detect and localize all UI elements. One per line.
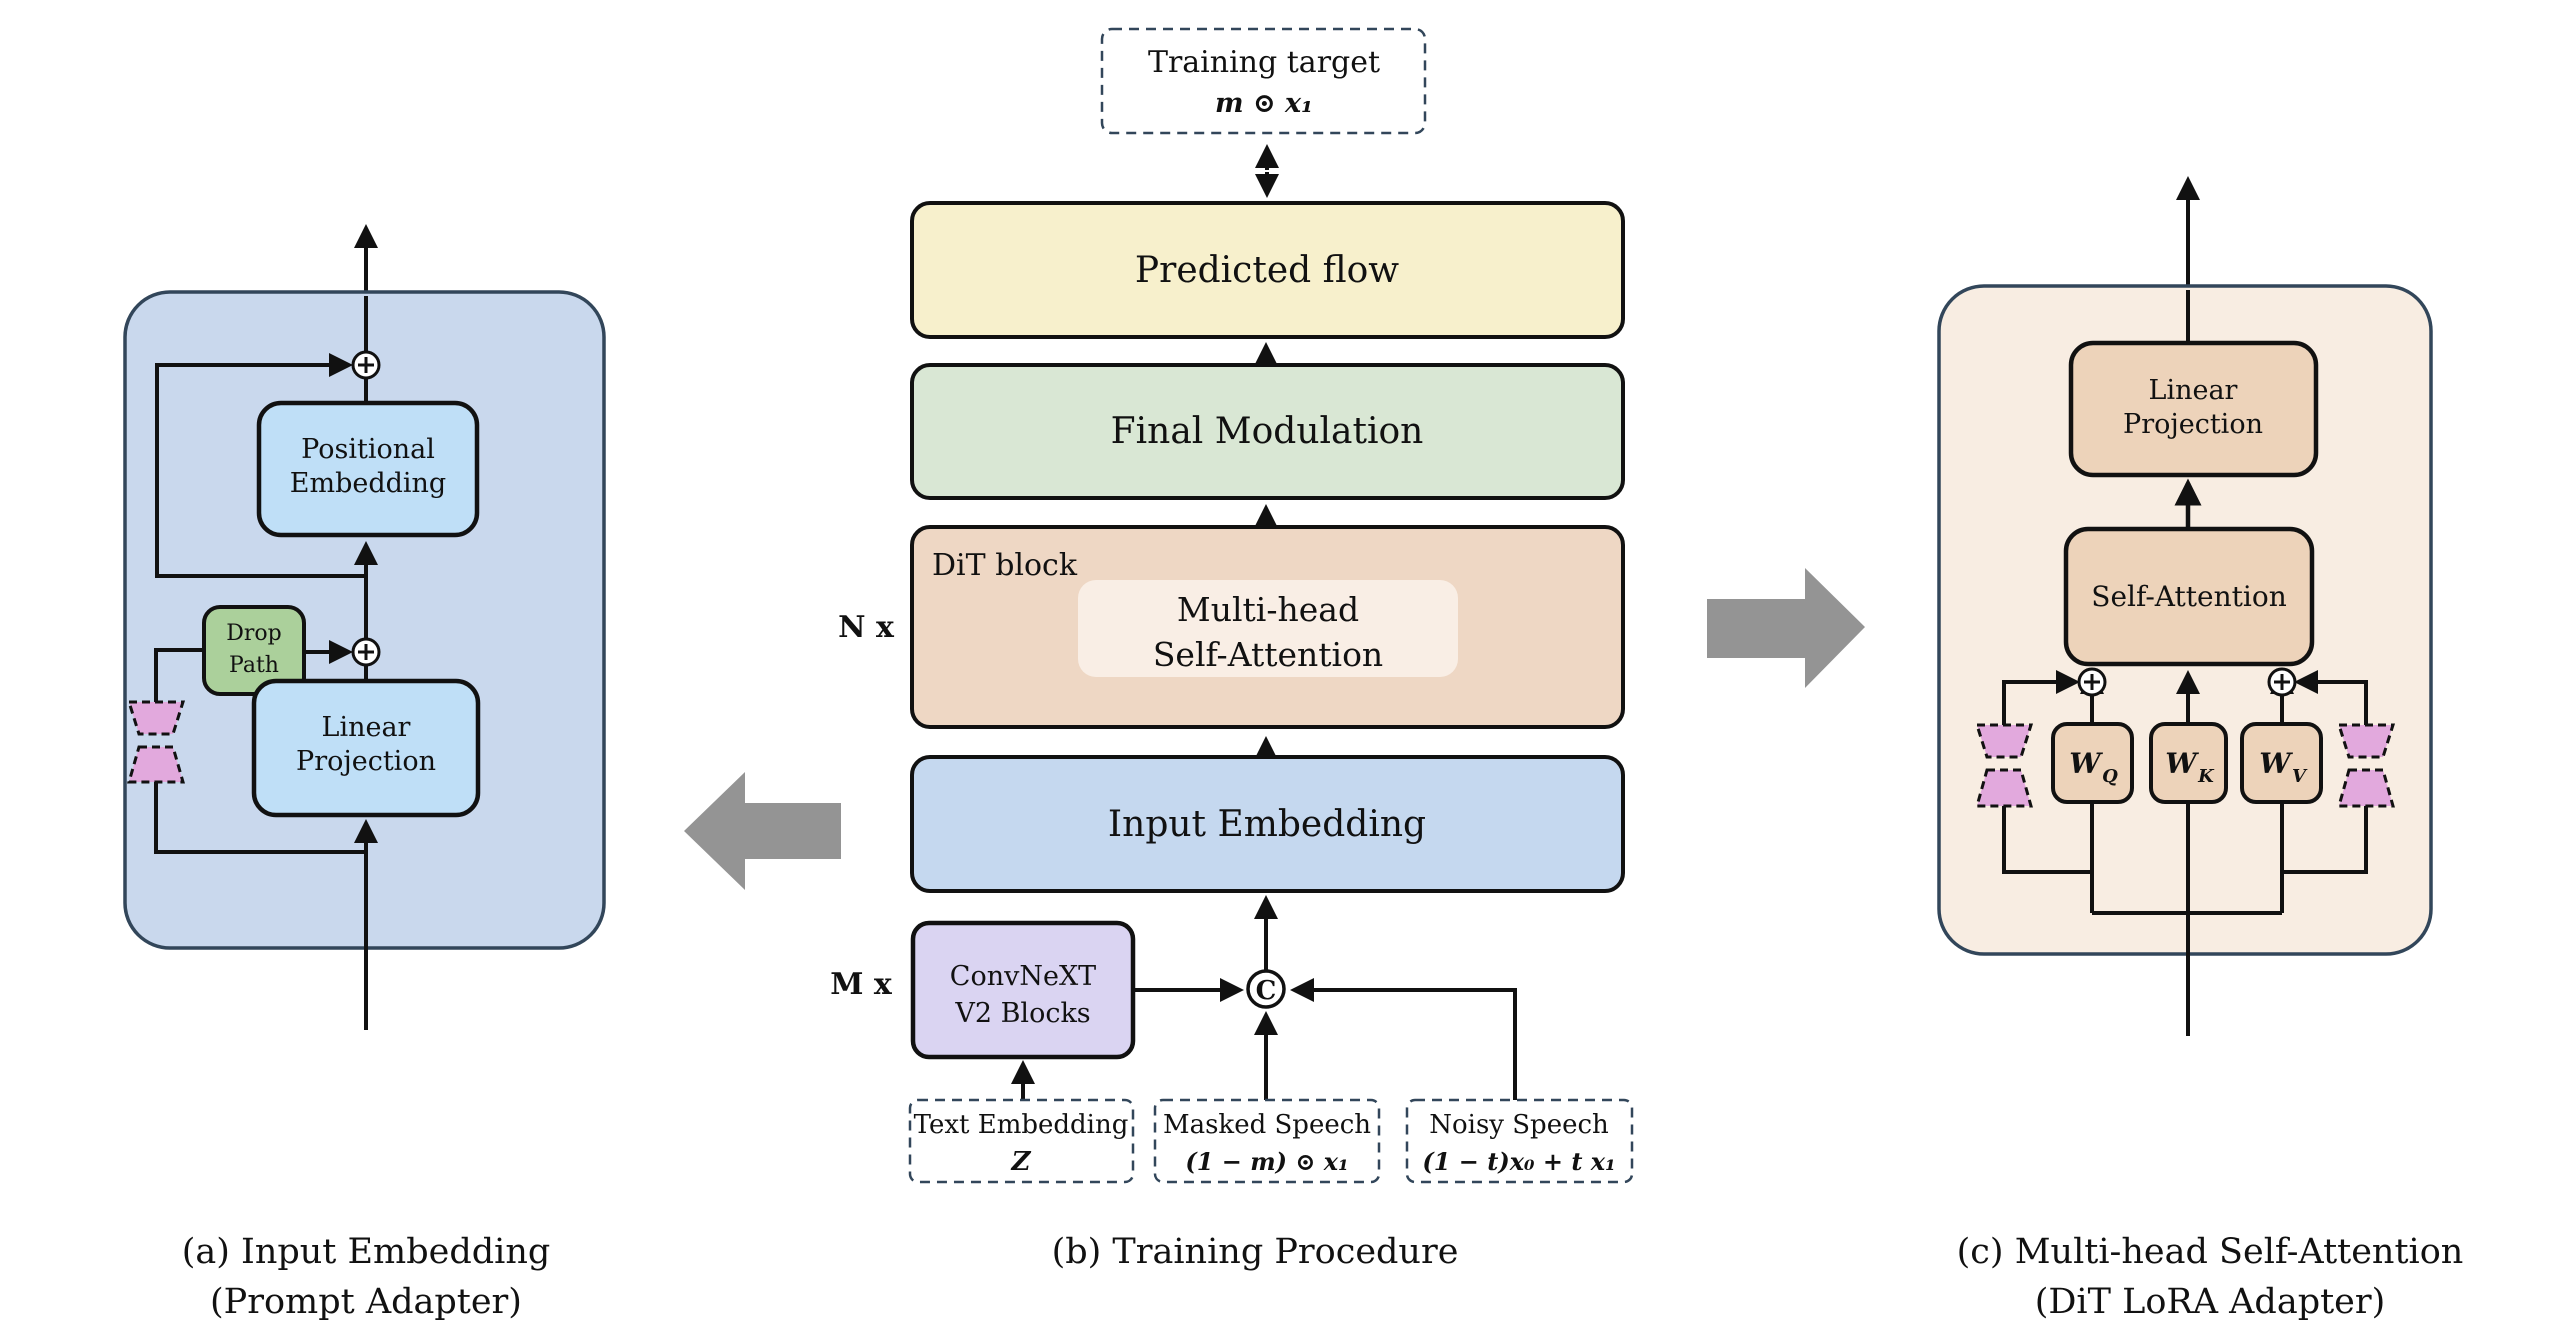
n-times-label: N x — [838, 610, 895, 645]
noisy-speech-math: (1 − t)x₀ + t x₁ — [1422, 1147, 1615, 1176]
plus-circle-icon — [2267, 667, 2297, 697]
wq-label: W — [2069, 747, 2103, 780]
plus-circle-icon — [351, 637, 381, 667]
panel-a-residual-skip — [155, 353, 366, 578]
lora-v-tap — [2282, 806, 2368, 874]
wk-label: W — [2165, 747, 2199, 780]
drop-path-label-1: Drop — [226, 621, 281, 646]
mhsa-label-2: Self-Attention — [1153, 635, 1383, 674]
panel-b-training-procedure: Training target m ⊙ x₁ Predicted flow Fi… — [830, 27, 1634, 1272]
noisy-to-concat-arrow — [1290, 978, 1517, 1100]
panel-a-lora-branch-lower — [154, 782, 366, 854]
self-attention-label: Self-Attention — [2091, 580, 2286, 613]
lora-v-skip — [2294, 670, 2368, 725]
noisy-speech-label: Noisy Speech — [1429, 1110, 1609, 1140]
training-target-box — [1100, 27, 1427, 135]
lora-down-proj-icon — [2336, 723, 2396, 759]
convnext-box — [910, 920, 1136, 1060]
wq-box — [2051, 722, 2134, 804]
lora-down-proj-icon — [1974, 723, 2034, 759]
panel-a-lora-branch-upper — [154, 648, 204, 702]
noisy-speech-box — [1405, 1098, 1634, 1184]
detail-arrow-left-icon — [684, 772, 841, 890]
concat-icon: C — [1246, 969, 1286, 1009]
panel-c-linear-projection-box — [2068, 340, 2319, 478]
masked-speech-box — [1153, 1098, 1381, 1184]
wv-label: W — [2259, 747, 2293, 780]
lora-down-proj-icon — [126, 700, 186, 736]
panel-c-linear-projection-label-1: Linear — [2149, 375, 2238, 406]
lora-q-tap — [2002, 806, 2092, 874]
panel-a-linear-projection-box — [251, 678, 481, 818]
self-attention-box — [2063, 526, 2315, 667]
drop-path-label-2: Path — [229, 653, 279, 678]
panel-c-dit-lora-adapter: Linear Projection Self-Attention W Q W — [1937, 176, 2464, 1322]
wq-sub-label: Q — [2102, 766, 2118, 787]
positional-embedding-box — [256, 400, 480, 538]
predicted-flow-box — [910, 201, 1625, 339]
concat-symbol: C — [1256, 976, 1277, 1006]
wv-box — [2240, 722, 2323, 804]
input-embedding-label: Input Embedding — [1108, 804, 1426, 845]
panel-a-linear-projection-label-1: Linear — [322, 712, 411, 743]
m-times-label: M x — [830, 967, 893, 1002]
panel-a-prompt-adapter: Positional Embedding Drop Path Linear Pr… — [123, 224, 606, 1322]
lora-up-proj-icon — [2337, 768, 2395, 808]
final-modulation-label: Final Modulation — [1111, 411, 1424, 452]
plus-circle-icon — [2077, 667, 2107, 697]
dit-block-label: DiT block — [932, 548, 1078, 583]
panel-a-caption-2: (Prompt Adapter) — [210, 1282, 522, 1322]
final-modulation-box — [910, 363, 1625, 500]
masked-speech-label: Masked Speech — [1163, 1110, 1371, 1140]
panel-c-caption-2: (DiT LoRA Adapter) — [2035, 1282, 2386, 1322]
text-embedding-math: Z — [1011, 1147, 1032, 1177]
predicted-flow-label: Predicted flow — [1135, 250, 1399, 291]
wk-box — [2149, 722, 2228, 804]
convnext-label-2: V2 Blocks — [954, 998, 1090, 1029]
convnext-label-1: ConvNeXT — [950, 961, 1096, 992]
lora-up-proj-icon — [1975, 768, 2033, 808]
lora-q-skip — [2002, 670, 2080, 725]
mhsa-inner-box — [1078, 580, 1458, 677]
positional-embedding-label-2: Embedding — [290, 468, 446, 499]
panel-a-caption-1: (a) Input Embedding — [182, 1232, 551, 1272]
panel-b-caption: (b) Training Procedure — [1052, 1232, 1459, 1272]
detail-arrow-right-icon — [1707, 568, 1865, 688]
wv-sub-label: V — [2292, 766, 2308, 787]
training-target-label: Training target — [1148, 45, 1380, 80]
plus-circle-icon — [351, 350, 381, 380]
positional-embedding-label-1: Positional — [301, 434, 435, 465]
text-embedding-box — [908, 1098, 1135, 1184]
lora-up-proj-icon — [127, 745, 185, 784]
panel-a-linear-projection-label-2: Projection — [296, 746, 436, 777]
panel-c-linear-projection-label-2: Projection — [2123, 409, 2263, 440]
training-target-math: m ⊙ x₁ — [1215, 88, 1313, 119]
input-embedding-box — [910, 755, 1625, 893]
text-embedding-label: Text Embedding — [914, 1110, 1129, 1140]
mhsa-label-1: Multi-head — [1177, 590, 1359, 629]
wk-sub-label: K — [2197, 766, 2215, 787]
masked-speech-math: (1 − m) ⊙ x₁ — [1185, 1147, 1348, 1176]
panel-c-caption-1: (c) Multi-head Self-Attention — [1957, 1232, 2464, 1272]
